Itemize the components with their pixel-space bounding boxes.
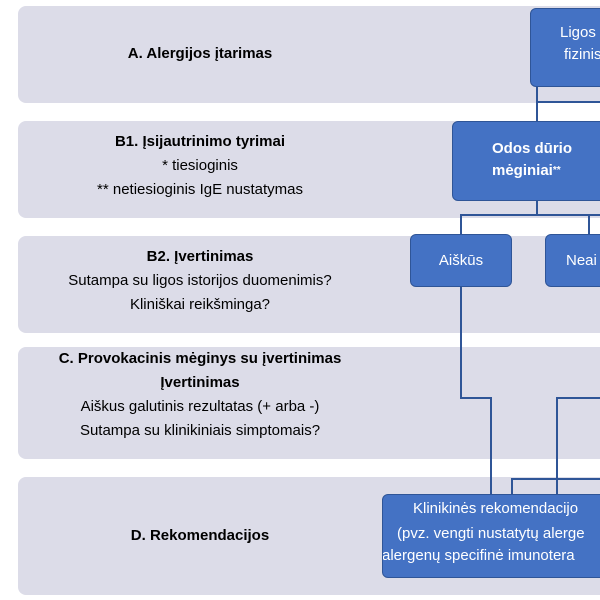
connector-history-horizontal (536, 101, 600, 103)
skin-test-box-mark: ** (552, 165, 561, 176)
band-b2-line2: Kliniškai reikšminga? (129, 296, 271, 313)
band-c (18, 347, 600, 459)
band-a (18, 6, 600, 103)
band-b1-text: B1. Įsijautrinimo tyrimai * tiesioginis … (18, 130, 382, 202)
skin-test-box-label: mėginiai (492, 162, 553, 179)
connector-right-down-1 (556, 397, 558, 495)
history-box-line2: fizinis (564, 46, 600, 63)
skin-test-box-line1: Odos dūrio (492, 140, 572, 157)
band-d-text: D. Rekomendacijos (18, 524, 382, 548)
clear-result-box: Aiškūs (410, 234, 512, 287)
unclear-result-box: Neai (545, 234, 600, 287)
band-b1-line1: * tiesioginis (162, 157, 238, 174)
connector-to-unclear (588, 214, 590, 234)
recommendations-line3: alergenų specifinė imunotera (382, 547, 575, 564)
band-d-title: D. Rekomendacijos (130, 527, 270, 544)
band-a-text: A. Alergijos įtarimas (18, 42, 382, 66)
band-c-line1: Aiškus galutinis rezultatas (+ arba -) (80, 398, 320, 415)
band-b1-line2: ** netiesioginis IgE nustatymas (97, 181, 303, 198)
connector-to-clear (460, 214, 462, 234)
recommendations-line2: (pvz. vengti nustatytų alerge (397, 525, 585, 542)
band-b2-line1: Sutampa su ligos istorijos duomenimis? (68, 272, 332, 289)
band-c-title2: Įvertinimas (160, 374, 240, 391)
band-b1-title: B1. Įsijautrinimo tyrimai (114, 133, 286, 150)
connector-branch-horizontal (460, 214, 600, 216)
band-a-title: A. Alergijos įtarimas (127, 45, 273, 62)
connector-to-skin-test (536, 101, 538, 122)
band-c-line2: Sutampa su klinikiniais simptomais? (79, 422, 321, 439)
skin-test-box-line2: mėginiai** (492, 160, 600, 182)
connector-right-down-2 (511, 478, 513, 495)
band-b2-text: B2. Įvertinimas Sutampa su ligos istorij… (18, 245, 382, 317)
recommendations-line1: Klinikinės rekomendacijo (413, 500, 579, 517)
connector-right-horizontal-2 (512, 478, 600, 480)
band-c-text: C. Provokacinis mėginys su įvertinimas Į… (18, 347, 382, 443)
connector-clear-to-recommendations (490, 397, 492, 495)
skin-test-box: Odos dūrio mėginiai** (452, 121, 600, 201)
unclear-result-label: Neai (566, 252, 597, 269)
history-box-line1: Ligos (560, 24, 596, 41)
history-box: Ligos fizinis (530, 8, 600, 87)
connector-clear-down (460, 286, 462, 398)
connector-history-down (536, 86, 538, 102)
connector-right-horizontal-1 (557, 397, 600, 399)
band-c-title: C. Provokacinis mėginys su įvertinimas (58, 350, 342, 367)
recommendations-box: Klinikinės rekomendacijo (pvz. vengti nu… (382, 494, 600, 578)
band-b2-title: B2. Įvertinimas (146, 248, 254, 265)
connector-skin-down (536, 200, 538, 216)
connector-clear-horizontal (460, 397, 492, 399)
clear-result-label: Aiškūs (438, 252, 484, 269)
